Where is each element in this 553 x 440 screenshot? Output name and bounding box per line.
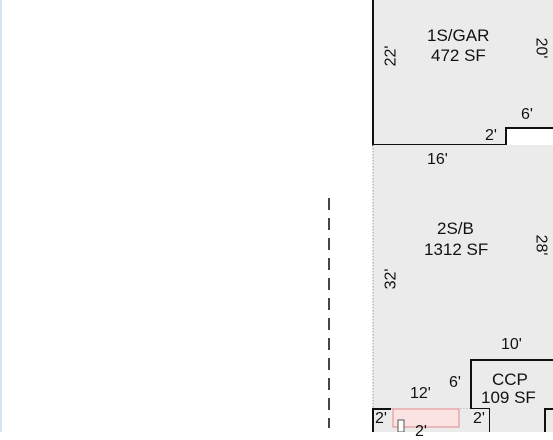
dim-bottom-right: 2' — [473, 410, 485, 427]
dim-bottom-partial: 2' — [415, 423, 427, 440]
porch-area-size: 109 SF — [481, 388, 536, 407]
dim-garage-notch-horizontal: 2' — [485, 127, 497, 144]
garage-area-name: 1S/GAR — [427, 26, 490, 45]
porch-area-name: CCP — [492, 370, 528, 389]
garage-area-size: 472 SF — [431, 46, 486, 65]
garage-area-shape — [373, 0, 553, 145]
dim-garage-right: 20' — [532, 37, 550, 59]
bottom-right-partial-outline — [544, 408, 553, 432]
dim-main-right: 28' — [532, 234, 550, 256]
porch-area-shape — [471, 360, 553, 432]
dim-main-top: 16' — [427, 151, 448, 168]
highlight-box — [392, 408, 460, 428]
dim-garage-left: 22' — [382, 45, 400, 67]
dim-step-vertical: 6' — [449, 374, 461, 391]
dim-bottom-width: 12' — [410, 385, 431, 402]
dim-main-left: 32' — [382, 268, 400, 290]
dim-garage-notch-vertical: 6' — [521, 106, 533, 123]
dim-porch-top: 10' — [501, 336, 522, 353]
main-area-name: 2S/B — [437, 219, 474, 238]
dim-bottom-left: 2' — [375, 410, 387, 427]
small-box — [397, 419, 405, 432]
main-area-size: 1312 SF — [424, 240, 489, 259]
bottom-step-outline — [372, 408, 391, 432]
